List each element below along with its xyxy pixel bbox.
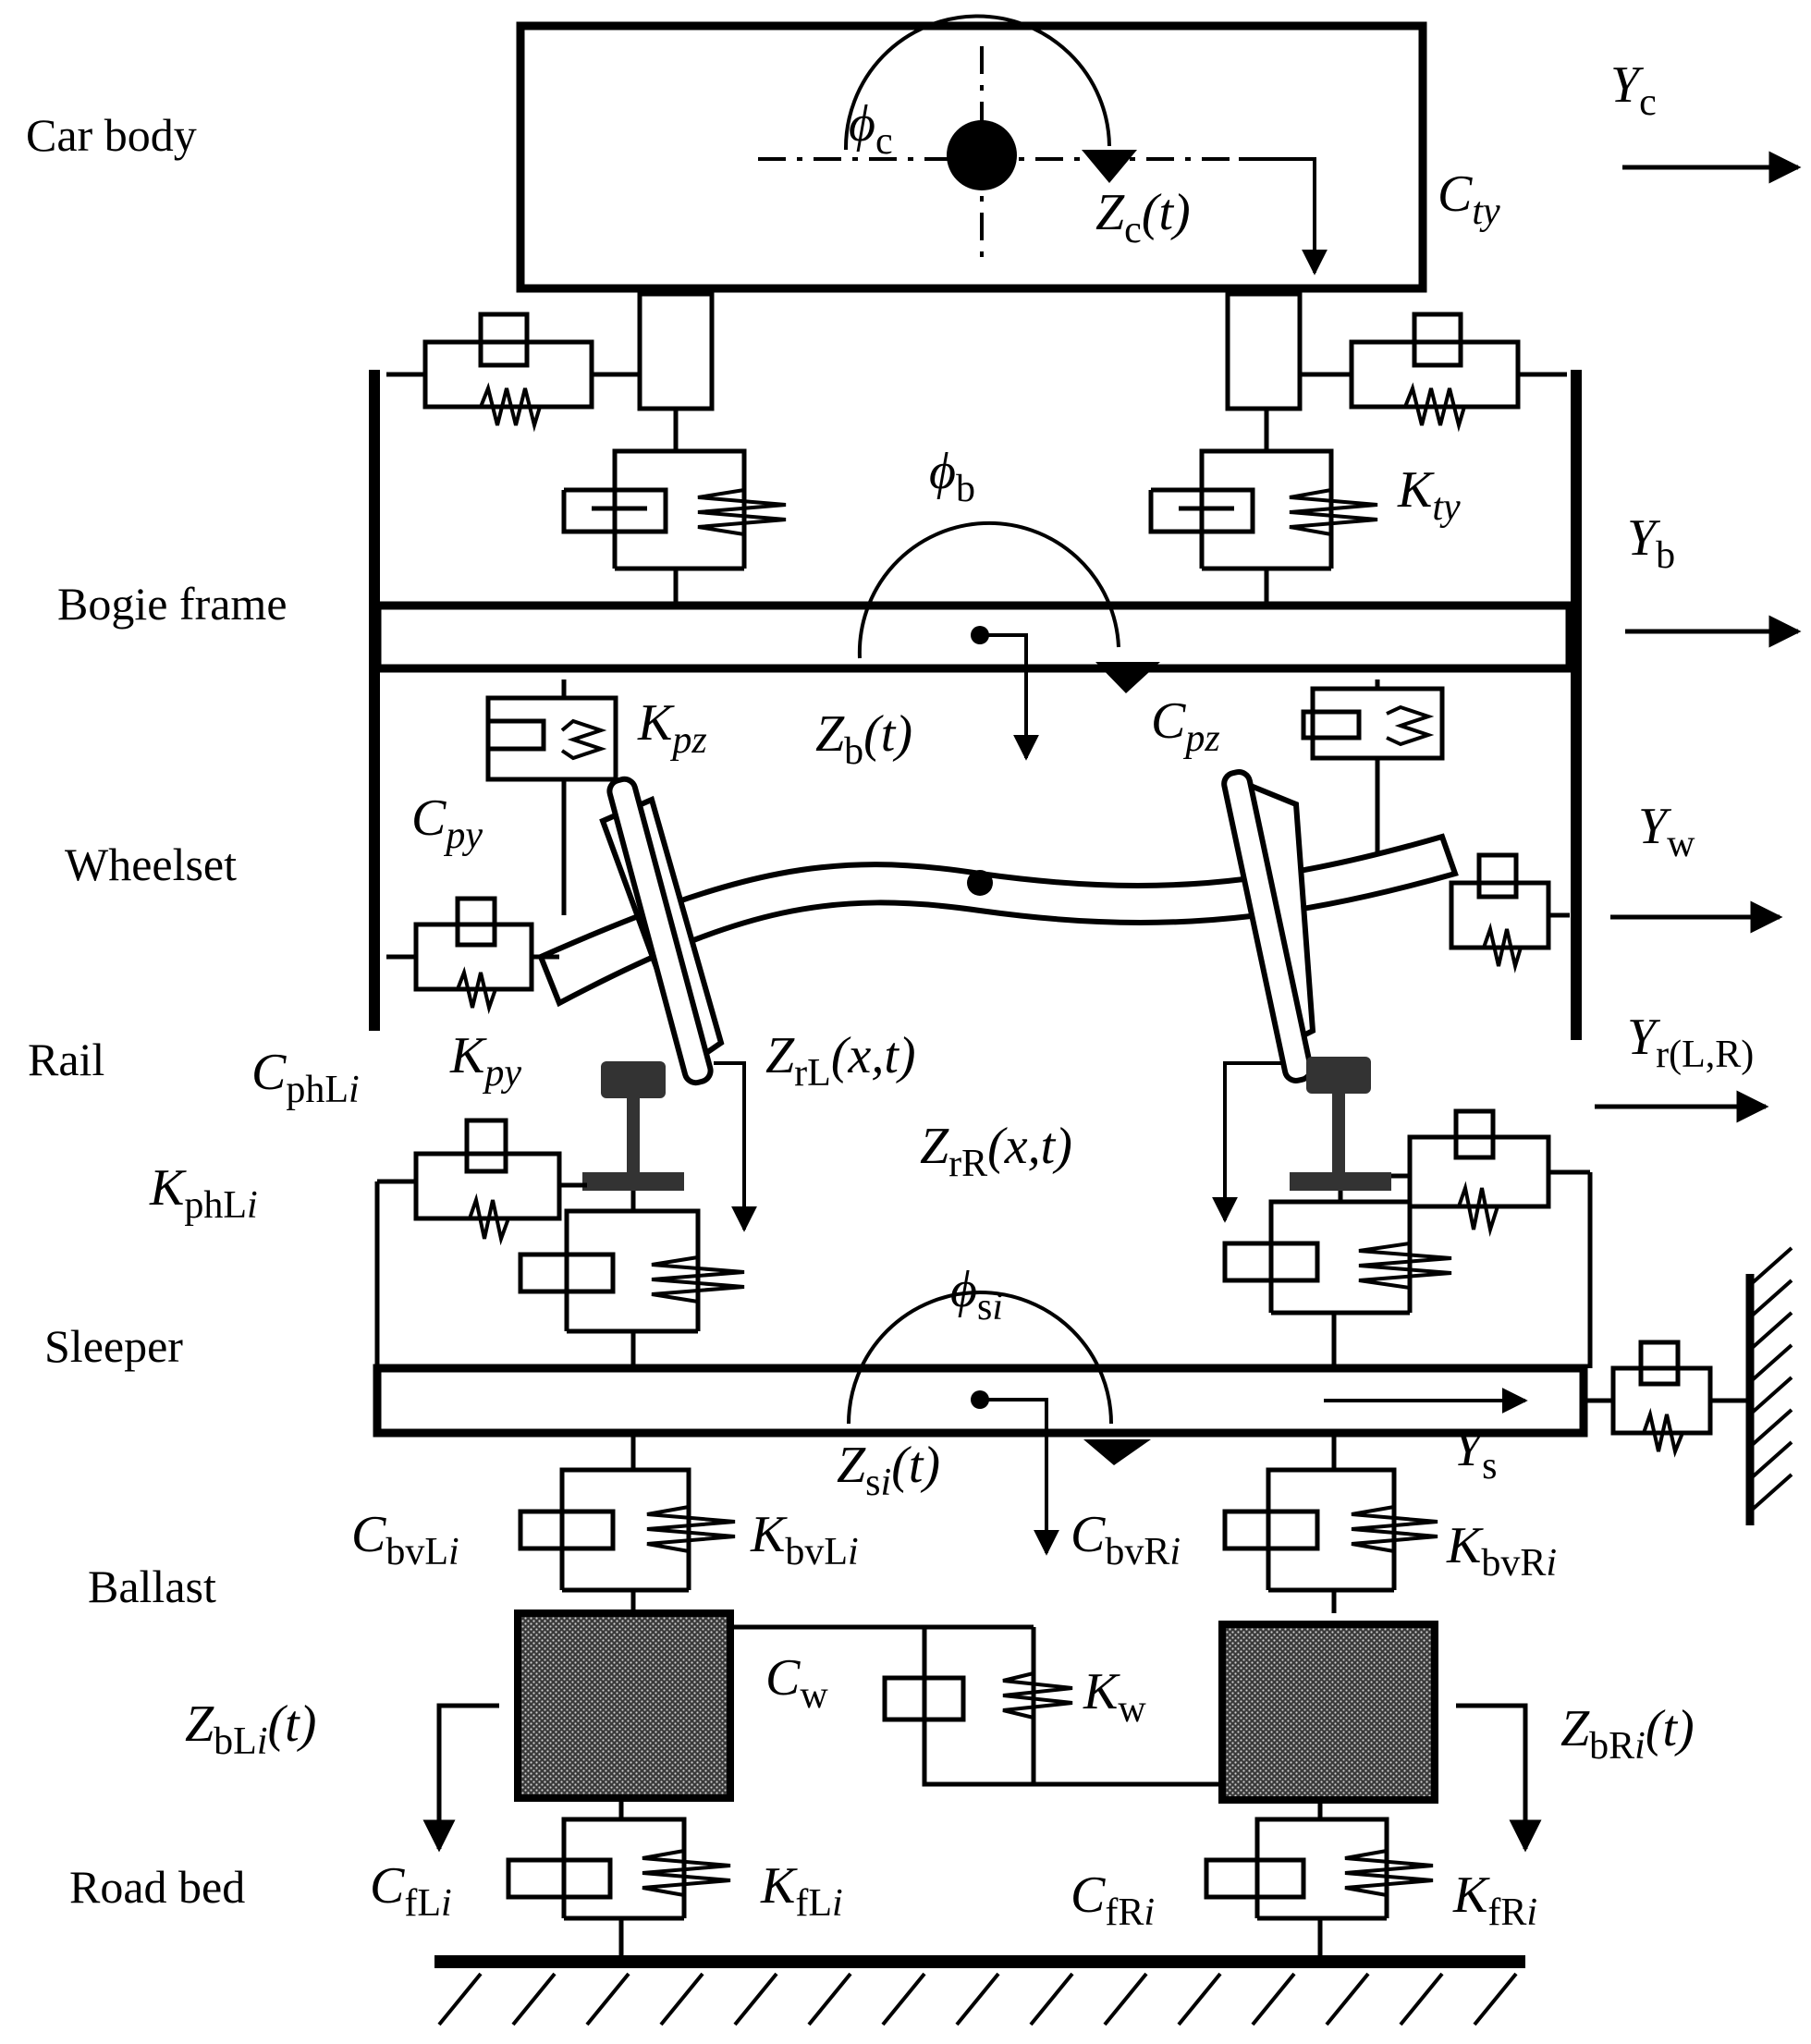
layer-label-wheelset: Wheelset: [65, 838, 237, 890]
layer-label-rail: Rail: [28, 1034, 104, 1085]
label-CbvL: CbvLi: [351, 1506, 459, 1573]
label-KfR: KfRi: [1452, 1867, 1537, 1934]
label-Cpy: Cpy: [411, 789, 483, 857]
roadbed-suspension-left: [506, 1798, 731, 1960]
secondary-suspension-left: [561, 409, 787, 606]
railpad-vertical-left: [518, 1191, 745, 1368]
rail-right: [1212, 1057, 1391, 1223]
layer-label-road-bed: Road bed: [69, 1861, 245, 1913]
label-Cpz: Cpz: [1151, 692, 1220, 760]
ZbL-arrow: [422, 1703, 499, 1853]
lateral-suspension-right: [1300, 312, 1567, 433]
label-CbvR: CbvRi: [1071, 1506, 1181, 1573]
car-body: [516, 14, 1427, 293]
car-body-supports: [637, 291, 1303, 411]
ballast-suspension-left: [518, 1433, 736, 1613]
wheelset: [537, 769, 1459, 1086]
label-ZbL: ZbLi(t): [185, 1695, 316, 1763]
primary-lateral-left: [386, 896, 559, 1015]
layer-label-ballast: Ballast: [88, 1561, 216, 1612]
label-CphL: CphLi: [251, 1044, 360, 1111]
label-Kpz: Kpz: [637, 694, 707, 762]
fixed-wall: [1745, 1246, 1793, 1525]
sleeper-lateral-support: [1584, 1340, 1750, 1458]
primary-vertical-left: [485, 679, 618, 915]
ground: [434, 1955, 1525, 2026]
label-Yb: Yb: [1627, 509, 1675, 577]
label-Yc: Yc: [1610, 56, 1657, 124]
primary-vertical-right: [1301, 679, 1445, 855]
ZbR-arrow: [1456, 1703, 1542, 1853]
label-ZrL: ZrL(x,t): [765, 1027, 916, 1095]
railpad-lateral-right: [1391, 1108, 1590, 1237]
primary-lateral-right: [1449, 852, 1570, 973]
label-phi-b: ϕb: [929, 443, 975, 510]
label-ZbR: ZbRi(t): [1560, 1700, 1695, 1768]
ballast-shear-coupling: [730, 1624, 1222, 1787]
roadbed-suspension-right: [1204, 1800, 1434, 1960]
label-Zs: Zsi(t): [837, 1437, 940, 1504]
label-phi-s: ϕsi: [950, 1261, 1003, 1328]
label-KbvL: KbvLi: [750, 1506, 859, 1573]
label-KbvR: KbvRi: [1446, 1517, 1557, 1585]
label-KfL: KfLi: [760, 1857, 843, 1925]
label-Zb: Zb(t): [815, 705, 912, 773]
lateral-suspension-left: [386, 312, 640, 433]
ballast-suspension-right: [1222, 1433, 1438, 1613]
layer-label-sleeper: Sleeper: [44, 1320, 183, 1372]
label-Yr: Yr(L,R): [1627, 1009, 1754, 1076]
label-CfR: CfRi: [1071, 1867, 1155, 1934]
label-Cty: Cty: [1438, 165, 1500, 233]
railpad-vertical-right: [1222, 1191, 1452, 1368]
ballast-block-right: [1218, 1621, 1438, 1804]
label-Yw: Yw: [1638, 798, 1695, 865]
bogie-frame: [369, 370, 1582, 1040]
label-Kty: Kty: [1397, 461, 1461, 529]
label-phi-c: ϕc: [849, 95, 893, 163]
label-Ys: Ys: [1453, 1420, 1498, 1487]
layer-label-car-body: Car body: [26, 109, 197, 161]
label-Cw: Cw: [765, 1649, 828, 1717]
railpad-lateral-left: [377, 1118, 587, 1246]
label-Kpy: Kpy: [449, 1027, 521, 1095]
label-Kw: Kw: [1083, 1663, 1146, 1731]
layer-label-bogie-frame: Bogie frame: [57, 578, 288, 630]
ballast-block-left: [514, 1609, 734, 1802]
label-KphL: KphLi: [149, 1159, 258, 1227]
label-ZrR: ZrR(x,t): [920, 1118, 1072, 1185]
label-CfL: CfLi: [370, 1857, 452, 1925]
secondary-suspension-right: [1148, 409, 1378, 606]
label-Zc: Zc(t): [1095, 184, 1191, 251]
rail-left: [582, 1061, 757, 1232]
